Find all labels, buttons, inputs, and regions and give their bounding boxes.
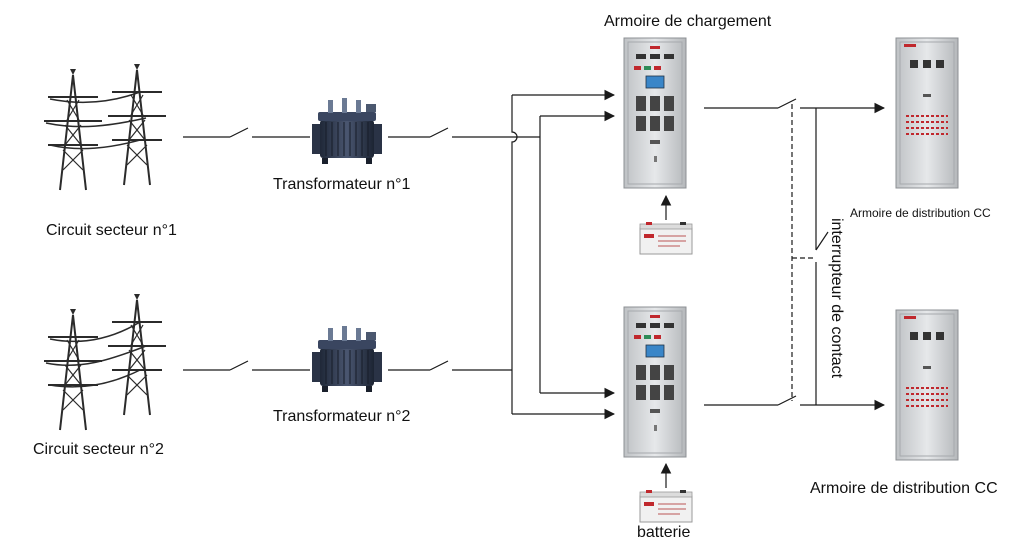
contact-switch-label: interrupteur de contact (828, 217, 845, 379)
wiring (183, 89, 884, 488)
charging-cabinet-label: Armoire de chargement (604, 13, 772, 30)
battery-label: batterie (637, 524, 691, 541)
circuit-2-label: Circuit secteur n°2 (33, 441, 164, 458)
dc-cabinet-icon (895, 37, 959, 461)
transformer-icon (311, 97, 383, 393)
circuit-1-label: Circuit secteur n°1 (46, 222, 177, 239)
dc-cabinet-1-label: Armoire de distribution CC (850, 206, 991, 220)
power-tower-icon (43, 63, 167, 191)
transformer-1-label: Transformateur n°1 (273, 176, 411, 193)
transformer-2-label: Transformateur n°2 (273, 408, 411, 425)
power-tower-icon (43, 293, 167, 431)
dc-cabinet-2-label: Armoire de distribution CC (810, 480, 998, 497)
contact-switch-label-wrap: interrupteur de contact (821, 203, 851, 393)
